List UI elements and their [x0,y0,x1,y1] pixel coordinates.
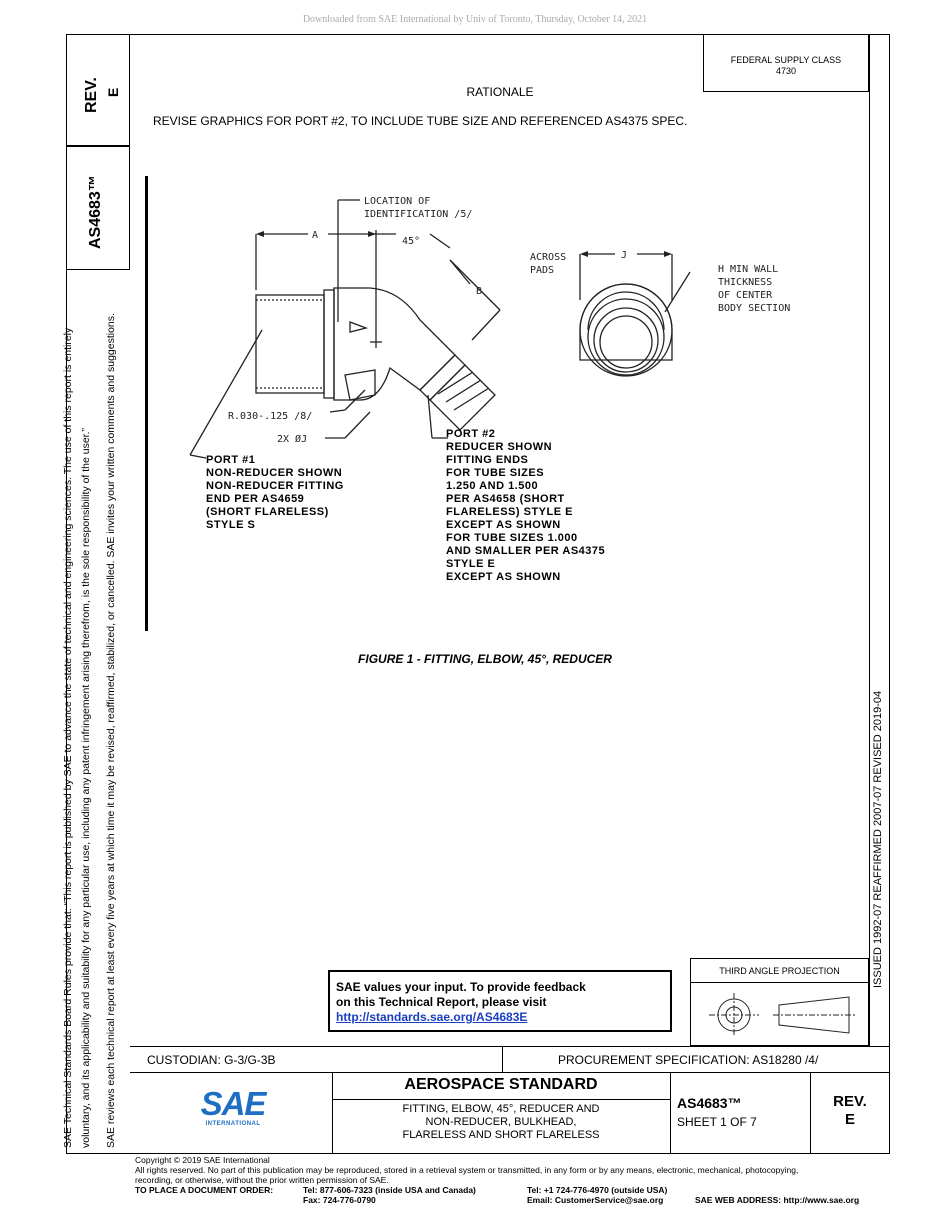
third-angle-projection-box: THIRD ANGLE PROJECTION [690,958,869,1046]
port2-line: 1.250 AND 1.500 [446,480,539,492]
feedback-link[interactable]: http://standards.sae.org/AS4683E [336,1010,528,1024]
across-pads-label-2: PADS [530,265,554,276]
federal-supply-class-value: 4730 [775,66,797,76]
tel-outside: Tel: +1 724-776-4970 (outside USA) [527,1185,668,1195]
across-pads-label-1: ACROSS [530,252,566,263]
change-bar [145,176,148,631]
location-label-1: LOCATION OF [364,196,430,207]
h-min-label-1: H MIN WALL [718,264,778,275]
port1-line: (SHORT FLARELESS) [206,506,329,518]
rights-line2: recording, or otherwise, without the pri… [135,1175,389,1185]
side-notice-line1: SAE Technical Standards Board Rules prov… [62,327,74,1148]
port1-line: END PER AS4659 [206,493,305,505]
federal-supply-class-label: FEDERAL SUPPLY CLASS [730,55,842,65]
third-angle-projection-label: THIRD ANGLE PROJECTION [719,966,840,976]
port1-line: STYLE S [206,519,256,531]
dim-b-label: B [476,286,482,297]
web-address: SAE WEB ADDRESS: http://www.sae.org [695,1195,860,1205]
doc-number: AS4683™ [677,1095,742,1111]
title-line1: FITTING, ELBOW, 45°, REDUCER AND [402,1103,600,1115]
email: Email: CustomerService@sae.org [527,1195,664,1205]
port2-line: AND SMALLER PER AS4375 [446,545,606,557]
sae-logo-subtext: INTERNATIONAL [205,1121,261,1127]
side-doc-number: AS4683™ [87,175,104,249]
h-min-label-4: BODY SECTION [718,303,790,314]
sae-logo-mark: SAE [200,1085,267,1122]
port2-line: EXCEPT AS SHOWN [446,571,561,583]
feedback-line1: SAE values your input. To provide feedba… [336,980,586,994]
rev-box: REV. E [810,1093,890,1129]
dim-j-label: J [621,250,627,261]
dim-a-label: A [312,230,318,241]
order-label: TO PLACE A DOCUMENT ORDER: [135,1185,274,1195]
title-line3: FLARELESS AND SHORT FLARELESS [402,1129,600,1141]
diameter-label: 2X ØJ [277,433,307,445]
fax: Fax: 724-776-0790 [303,1195,376,1205]
rationale-text: REVISE GRAPHICS FOR PORT #2, TO INCLUDE … [153,114,688,128]
rev-side-box: REV. E [66,34,130,146]
port2-line: PORT #2 [446,428,496,440]
port1-note: PORT #1 NON-REDUCER SHOWN NON-REDUCER FI… [206,454,344,532]
title-line2: NON-REDUCER, BULKHEAD, [425,1116,577,1128]
procurement-spec: PROCUREMENT SPECIFICATION: AS18280 /4/ [558,1053,819,1067]
download-notice: Downloaded from SAE International by Uni… [302,14,648,25]
h-min-label-3: OF CENTER [718,290,773,301]
port2-note: PORT #2 REDUCER SHOWN FITTING ENDS FOR T… [446,428,605,584]
custodian-row: CUSTODIAN: G-3/G-3B PROCUREMENT SPECIFIC… [130,1046,890,1073]
rationale-title: RATIONALE [466,85,534,99]
side-notice-line3: SAE reviews each technical report at lea… [105,313,117,1148]
port2-line: REDUCER SHOWN [446,441,553,453]
port2-line: FITTING ENDS [446,454,529,466]
port2-line: PER AS4658 (SHORT [446,493,565,505]
custodian: CUSTODIAN: G-3/G-3B [147,1053,276,1067]
rights-line1: All rights reserved. No part of this pub… [135,1165,799,1175]
port2-line: STYLE E [446,558,496,570]
port2-line: FLARELESS) STYLE E [446,506,573,518]
port1-line: PORT #1 [206,454,256,466]
standard-type: AEROSPACE STANDARD [404,1076,598,1093]
tel-usa: Tel: 877-606-7323 (inside USA and Canada… [303,1185,476,1195]
port1-line: NON-REDUCER FITTING [206,480,344,492]
radius-label: R.030-.125 /8/ [228,411,312,422]
federal-supply-class-box: FEDERAL SUPPLY CLASS 4730 [703,34,869,92]
elbow-fitting-drawing: LOCATION OF IDENTIFICATION /5/ A 45° B A… [189,196,790,459]
port2-line: EXCEPT AS SHOWN [446,519,561,531]
footer: Copyright © 2019 SAE International All r… [135,1155,895,1205]
issue-history: ISSUED 1992-07 REAFFIRMED 2007-07 REVISE… [872,690,884,988]
port2-line: FOR TUBE SIZES 1.000 [446,532,578,544]
title-block: SAE INTERNATIONAL AEROSPACE STANDARD FIT… [130,1073,890,1154]
drawing-frame [66,34,890,1154]
feedback-line2: on this Technical Report, please visit [336,995,547,1009]
copyright: Copyright © 2019 SAE International [135,1155,270,1165]
projection-symbol-icon [709,993,855,1037]
rev-side-label: REV. [83,77,100,113]
issue-history-column [869,34,891,1046]
rev-box-value: E [844,1111,855,1128]
port1-line: NON-REDUCER SHOWN [206,467,343,479]
feedback-box: SAE values your input. To provide feedba… [328,970,672,1032]
rev-box-label: REV. [833,1093,867,1110]
port2-line: FOR TUBE SIZES [446,467,545,479]
document-title: FITTING, ELBOW, 45°, REDUCER AND NON-RED… [332,1103,670,1142]
doc-number-side-box: AS4683™ [66,146,130,270]
figure-caption: FIGURE 1 - FITTING, ELBOW, 45°, REDUCER [358,652,612,666]
side-notice-line2: voluntary, and its applicability and sui… [80,427,92,1148]
location-label-2: IDENTIFICATION /5/ [364,209,472,220]
rev-side-value: E [105,87,121,97]
h-min-label-2: THICKNESS [718,277,772,288]
sae-logo: SAE INTERNATIONAL [198,1085,268,1128]
angle-label: 45° [402,236,420,247]
sheet-number: SHEET 1 OF 7 [677,1115,757,1129]
